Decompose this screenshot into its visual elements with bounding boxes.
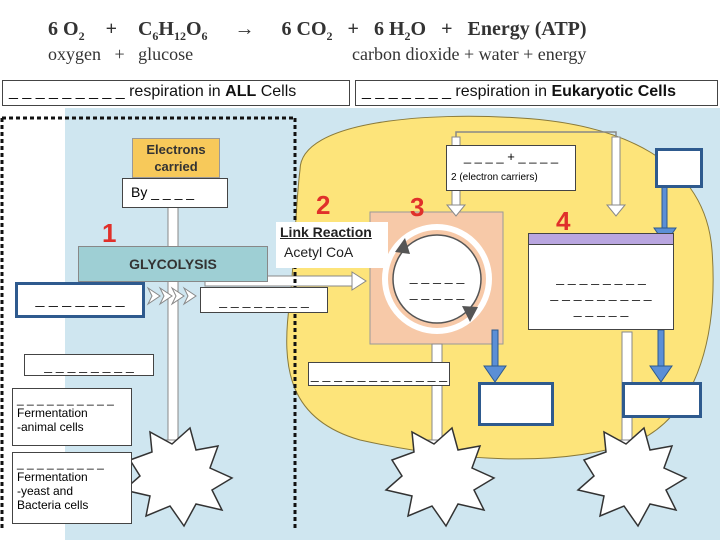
header-all-cells-tail: Cells — [260, 83, 297, 100]
header-eukaryotic-text: _ _ _ _ _ _ _ respiration in — [362, 83, 548, 100]
answer-box-top-right[interactable] — [655, 148, 703, 188]
fermentation-yeast-box: _ _ _ _ _ _ _ _ _ Fermentation -yeast an… — [12, 452, 132, 524]
arrow: → — [234, 18, 255, 40]
link-reaction-label: Link Reaction — [280, 224, 372, 240]
glycolysis-box: GLYCOLYSIS — [78, 246, 268, 282]
krebs-cycle-ring — [382, 224, 492, 334]
by-blank-box: By _ _ _ _ — [122, 178, 228, 208]
step-number-4: 4 — [556, 206, 571, 236]
etc-blank-3: _ _ _ _ _ — [573, 301, 629, 317]
fermentation-animal-box: _ _ _ _ _ _ _ _ _ _ Fermentation -animal… — [12, 388, 132, 446]
plus-sign: + — [347, 18, 359, 40]
glycolysis-product-blank: _ _ _ _ _ _ _ _ — [200, 287, 328, 313]
krebs-blank-1: _ _ _ _ _ — [409, 268, 465, 284]
header-all-cells-bold: ALL — [225, 83, 257, 100]
header-all-cells: _ _ _ _ _ _ _ _ _ respiration in ALL Cel… — [2, 80, 350, 106]
etc-blank-1: _ _ _ _ _ _ _ _ — [556, 269, 646, 285]
carriers-bracket — [455, 131, 617, 137]
etc-box: _ _ _ _ _ _ _ _ _ _ _ _ _ _ _ _ _ _ _ _ … — [528, 244, 674, 330]
cycle-arrowhead-2 — [462, 306, 478, 322]
step-number-1: 1 — [102, 218, 117, 248]
plus-sign: + — [441, 18, 453, 40]
equation-line: 6 O2 + C6H12O6 → 6 CO2 + 6 H2O + Energy … — [48, 18, 587, 44]
answer-box-krebs-output[interactable] — [478, 382, 554, 426]
glucose-blank-box: _ _ _ _ _ _ _ — [15, 282, 145, 318]
anaerobic-blank: _ _ _ _ _ _ _ _ — [24, 354, 154, 376]
header-all-cells-text: _ _ _ _ _ _ _ _ _ respiration in — [9, 83, 221, 100]
etc-blank-2: _ _ _ _ _ _ _ _ _ — [550, 285, 652, 301]
krebs-cycle-inner — [392, 234, 482, 324]
link-reaction-box: Link Reaction Acetyl CoA — [276, 222, 388, 268]
plus-sign: + — [105, 18, 117, 40]
oxygen-formula: 6 O2 — [48, 18, 85, 43]
step-number-3: 3 — [410, 192, 425, 222]
co2-formula: 6 CO2 — [281, 18, 333, 43]
equation-words-left: oxygen + glucose — [48, 44, 194, 64]
glucose-formula: C6H12O6 — [137, 18, 208, 43]
header-eukaryotic: _ _ _ _ _ _ _ respiration in Eukaryotic … — [355, 80, 718, 106]
glycolysis-chevrons — [146, 286, 197, 306]
krebs-blank-2: _ _ _ _ _ — [409, 284, 465, 300]
electrons-carried-box: Electrons carried — [132, 138, 220, 178]
water-formula: 6 H2O — [373, 18, 427, 43]
carriers-box: _ _ _ _ + _ _ _ _ 2 (electron carriers) — [446, 145, 576, 191]
co2-blank-box: _ _ _ _ _ _ _ _ _ _ _ _ — [308, 362, 450, 386]
acetyl-coa-label: Acetyl CoA — [284, 244, 354, 260]
energy-label: Energy (ATP) — [467, 18, 587, 40]
answer-box-etc-output[interactable] — [622, 382, 702, 418]
dotted-separators — [0, 116, 297, 530]
equation-words-right: carbon dioxide + water + energy — [352, 44, 587, 64]
cycle-arrowhead-1 — [395, 238, 410, 254]
carriers-blank: _ _ _ _ + _ _ _ _ — [463, 149, 559, 164]
carriers-caption: 2 (electron carriers) — [451, 172, 538, 183]
header-eukaryotic-bold: Eukaryotic Cells — [551, 83, 676, 100]
step-number-2: 2 — [316, 190, 331, 220]
starbursts — [122, 426, 688, 528]
